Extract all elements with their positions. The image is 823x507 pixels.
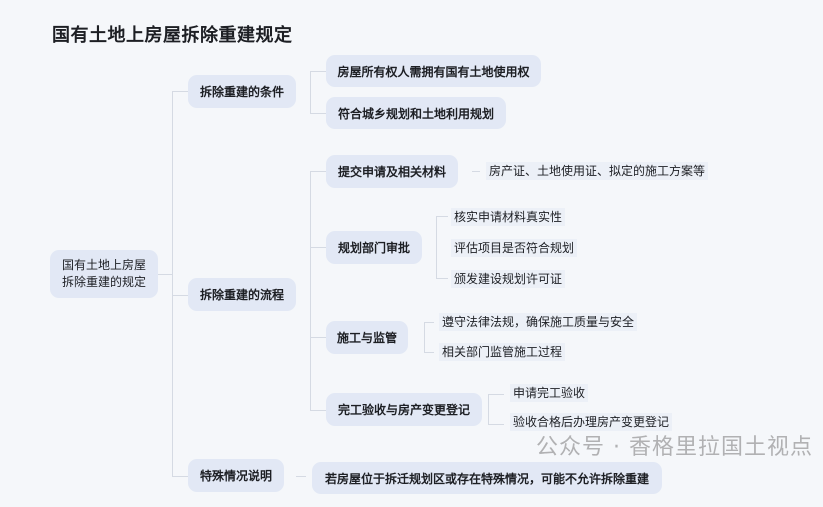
connector: [172, 91, 173, 477]
node-special-item[interactable]: 若房屋位于拆迁规划区或存在特殊情况，可能不允许拆除重建: [312, 462, 662, 494]
node-detail[interactable]: 房产证、土地使用证、拟定的施工方案等: [486, 162, 709, 180]
root-node-line2: 拆除重建的规定: [61, 275, 146, 289]
connector: [310, 113, 326, 114]
node-condition-item[interactable]: 房屋所有权人需拥有国有土地使用权: [326, 55, 541, 87]
connector: [310, 247, 326, 248]
node-process-step[interactable]: 规划部门审批: [326, 231, 422, 264]
connector: [472, 171, 480, 172]
connector: [424, 322, 425, 352]
root-node-line1: 国有土地上房屋: [61, 258, 146, 272]
node-detail[interactable]: 评估项目是否符合规划: [451, 239, 578, 257]
node-detail[interactable]: 颁发建设规划许可证: [451, 270, 566, 288]
node-conditions[interactable]: 拆除重建的条件: [188, 75, 296, 108]
node-detail[interactable]: 申请完工验收: [510, 384, 589, 402]
node-process-step[interactable]: 提交申请及相关材料: [326, 155, 458, 188]
connector: [172, 91, 188, 92]
connector: [436, 216, 448, 217]
node-special[interactable]: 特殊情况说明: [188, 459, 284, 492]
connector: [310, 337, 326, 338]
connector: [310, 171, 326, 172]
connector: [436, 216, 437, 278]
connector: [436, 278, 448, 279]
node-process[interactable]: 拆除重建的流程: [188, 278, 296, 311]
connector: [296, 476, 306, 477]
connector: [424, 322, 434, 323]
node-process-step[interactable]: 完工验收与房产变更登记: [326, 393, 482, 426]
page-title: 国有土地上房屋拆除重建规定: [52, 25, 293, 46]
connector: [172, 295, 188, 296]
node-detail[interactable]: 验收合格后办理房产变更登记: [510, 413, 673, 431]
connector: [310, 71, 311, 113]
connector: [488, 394, 489, 424]
node-condition-item[interactable]: 符合城乡规划和土地利用规划: [326, 97, 506, 129]
node-detail[interactable]: 相关部门监管施工过程: [439, 343, 566, 361]
connector: [158, 274, 172, 275]
node-detail[interactable]: 遵守法律法规，确保施工质量与安全: [439, 313, 638, 331]
connector: [488, 424, 504, 425]
connector: [310, 410, 326, 411]
connector: [424, 352, 434, 353]
connector: [488, 394, 504, 395]
node-process-step[interactable]: 施工与监管: [326, 321, 408, 354]
root-node[interactable]: 国有土地上房屋 拆除重建的规定: [50, 250, 158, 298]
connector: [172, 476, 188, 477]
connector: [310, 171, 311, 410]
connector: [310, 71, 326, 72]
node-detail[interactable]: 核实申请材料真实性: [451, 208, 566, 226]
watermark: 公众号 · 香格里拉国土视点: [536, 435, 813, 460]
